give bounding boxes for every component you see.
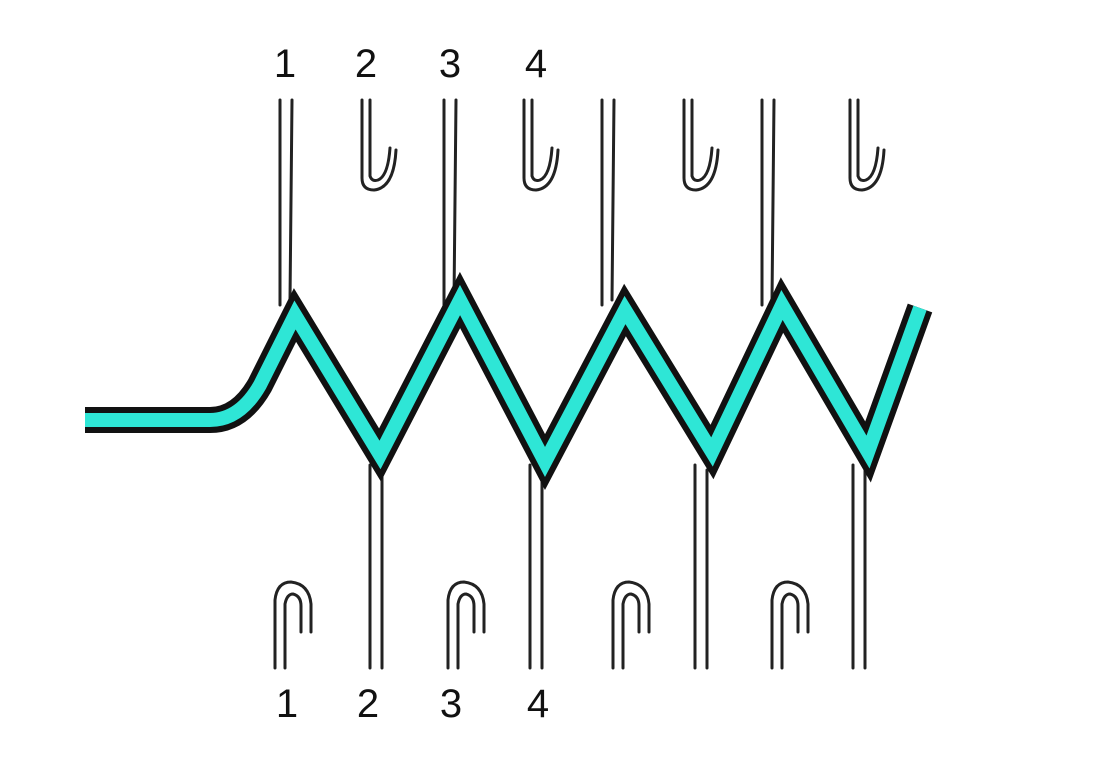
yarn-strand [85, 284, 927, 478]
top-label-3: 3 [438, 42, 462, 86]
bottom-needle-hook [446, 580, 486, 670]
bottom-needle-hook [770, 580, 810, 670]
top-needle-hook [848, 98, 886, 192]
bottom-label-2: 2 [356, 682, 380, 726]
yarn [85, 271, 933, 490]
bottom-raised-needle [851, 463, 867, 670]
top-raised-needle [442, 98, 458, 307]
bottom-raised-needle [528, 463, 544, 670]
top-needle-hook [682, 98, 720, 192]
top-needle-hook [360, 98, 398, 192]
bottom-label-1: 1 [275, 682, 299, 726]
bottom-label-4: 4 [526, 682, 550, 726]
top-label-2: 2 [354, 42, 378, 86]
top-raised-needle [600, 98, 616, 307]
bottom-needle-hook [611, 580, 651, 670]
top-raised-needle [278, 98, 294, 307]
top-label-4: 4 [524, 42, 548, 86]
top-label-1: 1 [273, 42, 297, 86]
bottom-needle-hook [273, 580, 313, 670]
bottom-raised-needle [368, 463, 384, 670]
bottom-raised-needle [693, 463, 709, 670]
top-needle-hook [522, 98, 560, 192]
top-raised-needle [760, 98, 776, 307]
bottom-label-3: 3 [439, 682, 463, 726]
